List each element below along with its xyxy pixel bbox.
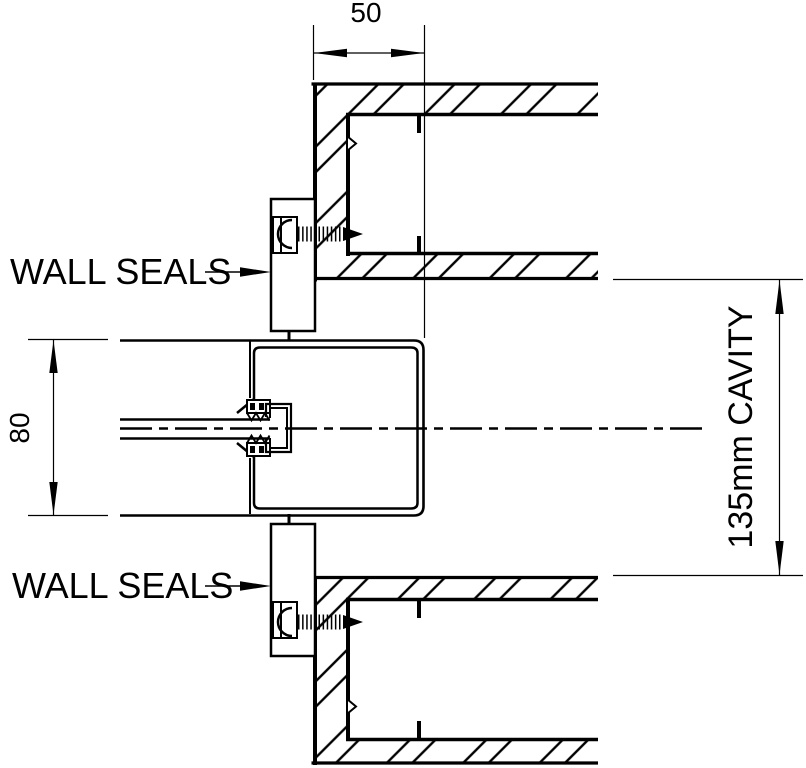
dimension-cavity: 135mm CAVITY (613, 278, 803, 577)
screw-tip-bottom (343, 615, 363, 629)
seal-insert-lower-2 (259, 446, 264, 453)
screw-housing-bottom (272, 601, 298, 639)
wall-seal-block-bottom (269, 514, 363, 658)
dimension-80: 80 (4, 338, 108, 517)
wall-seals-label-top: WALL SEALS (10, 251, 271, 292)
top-wall-hatched-lining (313, 84, 598, 280)
bottom-wall-hatched-lining (313, 576, 598, 763)
wall-seals-bottom-text: WALL SEALS (12, 565, 233, 606)
cavity-text: 135mm CAVITY (722, 305, 760, 548)
screw-tip-top (343, 227, 363, 241)
cavity-arrow-down (775, 541, 784, 575)
top-wall-clip-mark (346, 133, 358, 154)
screw-head-top (276, 218, 293, 250)
dim80-arrow-up (49, 340, 58, 373)
sliding-panel (120, 418, 705, 440)
dim50-arrow-left (314, 48, 347, 58)
wall-seals-top-leader-arrow (240, 267, 271, 277)
wall-seal-block-top (269, 197, 363, 341)
wall-seals-top-text: WALL SEALS (10, 251, 231, 292)
wall-seals-label-bottom: WALL SEALS (12, 565, 271, 606)
dimension-50: 50 (312, 0, 426, 338)
pile-seal-carrier-upper (246, 399, 271, 423)
screw-head-bottom (276, 606, 293, 638)
bottom-wall-section (311, 575, 598, 765)
seal-insert-upper-2 (259, 403, 264, 410)
dim50-arrow-right (391, 48, 424, 58)
dim80-text: 80 (4, 412, 35, 443)
bottom-wall-clip-mark (346, 696, 358, 717)
seal-insert-lower-1 (250, 446, 255, 453)
dim50-text: 50 (350, 0, 381, 28)
seal-insert-upper-1 (250, 403, 255, 410)
cavity-arrow-up (775, 280, 784, 314)
wall-seals-bottom-leader-arrow (240, 581, 271, 591)
dim80-arrow-down (49, 482, 58, 515)
